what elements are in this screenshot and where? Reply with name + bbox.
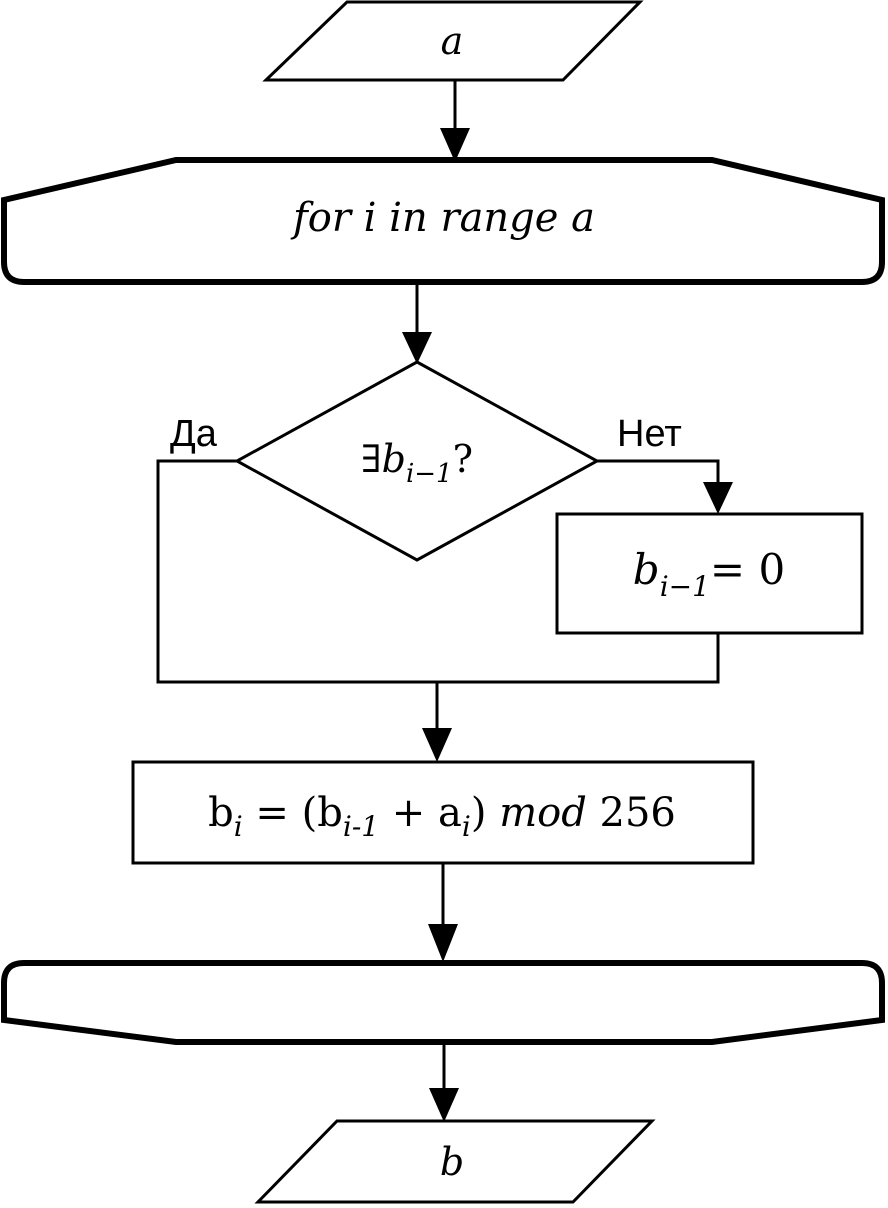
calc-close: ) [471,790,499,836]
decision-question: ? [453,437,473,481]
arrow-no-branch [597,459,733,514]
loop-start-block: for i in range a [0,157,885,285]
init-rhs: = 0 [710,545,785,594]
arrow-loop-to-output [429,1044,459,1122]
loop-end-block [0,960,885,1045]
calc-num: 256 [587,790,676,836]
calc-b2: b [317,790,343,836]
input-block: a [262,0,644,82]
calc-sub2: i-1 [343,810,379,843]
input-text: a [441,19,464,63]
decision-var: b [382,437,406,481]
loop-start-text: for i in range a [290,195,595,241]
init-text: bi−1= 0 [633,545,785,603]
decision-block: ∃bi−1? [233,360,601,562]
calc-plus: + a [379,790,462,836]
calc-i: i [234,810,243,843]
init-sub: i−1 [660,570,710,603]
merge-lines [156,459,720,684]
arrow-merge-to-calc [422,682,452,762]
calc-text: bi = (bi-1 + ai) mod 256 [208,790,676,843]
init-block: bi−1= 0 [555,512,864,635]
calc-mod: mod [499,790,587,836]
calc-eq: = ( [243,790,318,836]
decision-sub: i−1 [406,459,453,489]
arrow-calc-to-loop-end [428,863,458,962]
output-text: b [440,1140,464,1184]
decision-text: ∃bi−1? [361,437,473,489]
calc-block: bi = (bi-1 + ai) mod 256 [131,760,755,865]
init-var: b [633,545,660,594]
arrow-loop-to-decision [402,284,432,364]
arrow-input-to-loop [440,80,470,162]
output-block: b [254,1119,656,1204]
no-label: Нет [617,413,682,455]
yes-label: Да [170,413,218,455]
exists-symbol: ∃ [361,437,382,481]
calc-b: b [208,790,234,836]
calc-i2: i [462,810,471,843]
